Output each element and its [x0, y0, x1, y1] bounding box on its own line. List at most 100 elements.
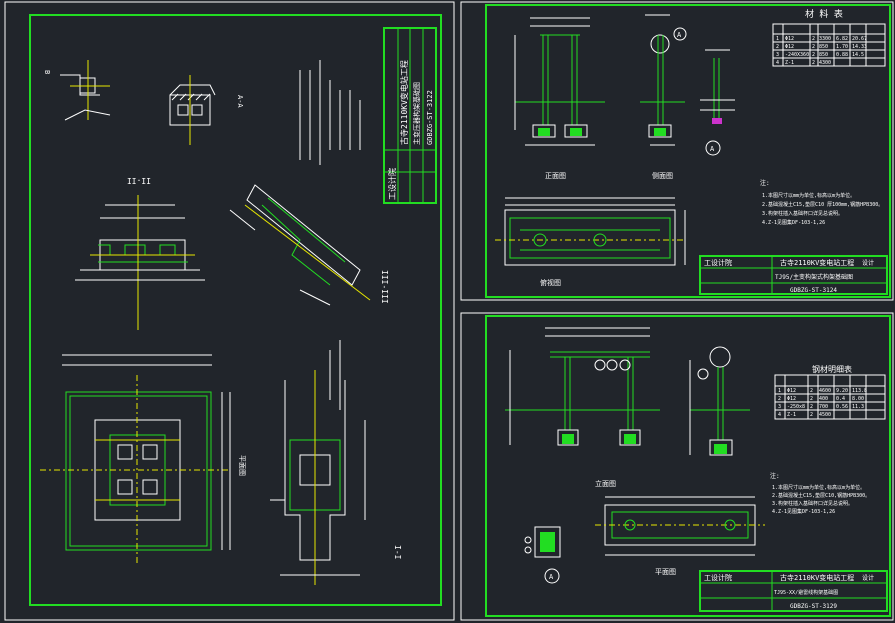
tr-detail-a-icon — [705, 140, 721, 156]
tr-title-block: 工设计院 古寺2110KV变电站工程 设计 TJ95/主变构架式构架基础图 GD… — [699, 255, 888, 295]
bottom-right-sheet-border — [485, 315, 891, 617]
br-company-label: 工设计院 — [704, 573, 732, 582]
br-cell-r0-c3: 4600 — [819, 388, 831, 394]
br-cell-r3-c3: 4500 — [819, 412, 831, 418]
tr-cell-r2-c3: 850 — [819, 52, 828, 58]
bottom-right-sheet-frame — [460, 312, 894, 621]
br-cell-r2-c0: 3 — [778, 404, 781, 410]
br-detail-a-icon — [544, 568, 560, 584]
br-cell-r3-c0: 4 — [778, 412, 781, 418]
left-number-label: GDBZG-ST-3122 — [426, 90, 434, 145]
br-drawing-label: TJ95-XX/避雷线构架基础图 — [774, 589, 838, 596]
left-project-label: 古寺2110KV变电站工程 — [399, 60, 409, 145]
tr-cell-r0-c2: 2 — [812, 36, 815, 42]
left-corner-detail: B — [43, 60, 111, 121]
left-sheet-frame — [4, 1, 455, 621]
br-cell-r1-c3: 400 — [819, 396, 828, 402]
tr-cell-r1-c0: 2 — [776, 44, 779, 50]
br-notes-title: 注: — [770, 472, 780, 480]
br-plan-label: 平面图 — [655, 568, 676, 576]
br-cell-r1-c5: 8.00 — [852, 396, 864, 402]
left-title-block: 工设计院 古寺2110KV变电站工程 主变压器构架基础图 GDBZG-ST-31… — [383, 27, 437, 204]
tr-plan-label: 俯视图 — [540, 278, 561, 287]
br-bolt-circle-icon — [709, 346, 731, 368]
tr-table-title: 材 料 表 — [805, 8, 843, 20]
tr-cell-r1-c1: Φ12 — [785, 44, 794, 50]
tr-callout-a-text: A — [677, 31, 682, 39]
left-iii-label: III-III — [380, 270, 389, 304]
tr-bolt-circle-icon — [650, 34, 670, 54]
left-plan-view: 平面图 I-I — [40, 354, 402, 565]
br-title-block: 工设计院 古寺2110KV变电站工程 设计 TJ95-XX/避雷线构架基础图 G… — [699, 570, 888, 612]
left-aa-label: A-A — [236, 95, 244, 108]
br-cell-r2-c5: 11.3 — [852, 404, 864, 410]
tr-cell-r1-c5: 14.33 — [852, 44, 867, 50]
br-plan-view: 平面图 — [595, 496, 765, 576]
left-section-iii: III-III — [229, 184, 389, 306]
br-note-3: 3.构架柱插入基础杯口详见总说明。 — [772, 500, 853, 507]
tr-cell-r1-c2: 2 — [812, 44, 815, 50]
tr-cell-r2-c1: -240X360 — [785, 52, 809, 58]
tr-cell-r1-c4: 1.70 — [836, 44, 848, 50]
br-note-1: 1.本图尺寸以mm为单位,标高以m为单位。 — [772, 484, 865, 491]
left-plan-label: 平面图 — [238, 455, 246, 476]
br-detail-a-text: A — [549, 573, 554, 581]
tr-project-label: 古寺2110KV变电站工程 — [780, 258, 854, 267]
tr-cell-r0-c0: 1 — [776, 36, 779, 42]
br-cell-r0-c2: 2 — [810, 388, 813, 394]
left-section-i — [270, 340, 366, 585]
br-cell-r2-c1: -250x8 — [787, 404, 805, 410]
br-cell-r2-c2: 2 — [810, 404, 813, 410]
br-table-title: 钢材明细表 — [812, 364, 852, 374]
tr-front-label: 正面图 — [545, 172, 566, 180]
left-sheet-border — [29, 14, 442, 606]
tr-drawing-label: TJ95/主变构架式构架基础图 — [775, 273, 853, 281]
tr-side-elevation: A 侧面图 — [640, 14, 687, 180]
br-cell-r2-c4: 0.56 — [836, 404, 848, 410]
br-cell-r1-c0: 2 — [778, 396, 781, 402]
left-company-label: 工设计院 — [387, 168, 397, 200]
tr-detail-a-text: A — [710, 145, 715, 153]
tr-detail-a: A — [700, 49, 735, 156]
br-cell-r1-c2: 2 — [810, 396, 813, 402]
left-ii-label: II-II — [127, 176, 151, 185]
svg-text:B: B — [43, 70, 51, 74]
tr-cell-r2-c5: 14.5 — [852, 52, 864, 58]
br-front-label: 立面图 — [595, 479, 616, 488]
tr-cell-r3-c1: Z-1 — [785, 60, 794, 66]
br-cell-r1-c1: Φ12 — [787, 396, 796, 402]
tr-note-2: 2.基础混凝土C15,垫层C10 厚100mm,钢筋HPB300。 — [762, 201, 883, 208]
tr-front-elevation: 正面图 — [514, 17, 605, 180]
tr-cell-r3-c2: 2 — [812, 60, 815, 66]
br-callout-icon — [697, 368, 709, 380]
tr-company-label: 工设计院 — [704, 258, 732, 267]
top-right-sheet-border — [485, 4, 891, 298]
tr-cell-r1-c3: 850 — [819, 44, 828, 50]
left-notes-block — [299, 60, 361, 165]
left-section-ii: II-II — [75, 176, 205, 330]
br-project-label: 古寺2110KV变电站工程 — [780, 573, 854, 582]
br-note-2: 2.基础混凝土C15,垫层C10,钢筋HPB300。 — [772, 492, 870, 499]
br-cell-r2-c3: 700 — [819, 404, 828, 410]
br-notes: 注: 1.本图尺寸以mm为单位,标高以m为单位。 2.基础混凝土C15,垫层C1… — [770, 472, 870, 515]
br-cell-r0-c1: Φ12 — [787, 388, 796, 394]
tr-cell-r0-c1: Φ12 — [785, 36, 794, 42]
br-note-4: 4.Z-1见图集DF-103-1,26 — [772, 508, 835, 515]
left-i-label: I-I — [393, 545, 402, 560]
br-design-label: 设计 — [862, 574, 874, 582]
tr-notes-title: 注: — [760, 179, 770, 187]
left-drawing-label: 主变压器构架基础图 — [412, 82, 421, 145]
br-cell-r3-c2: 2 — [810, 412, 813, 418]
tr-cell-r3-c3: 4300 — [819, 60, 831, 66]
br-side-elevation — [689, 346, 750, 456]
tr-cell-r2-c2: 2 — [812, 52, 815, 58]
top-right-sheet-frame — [460, 1, 894, 301]
tr-number-label: GDBZG-ST-3124 — [790, 287, 837, 294]
br-cell-r1-c4: 0.4 — [836, 396, 845, 402]
tr-cell-r0-c3: 3300 — [819, 36, 831, 42]
tr-cell-r0-c5: 20.67 — [852, 36, 867, 42]
br-detail-a: A — [524, 526, 561, 584]
